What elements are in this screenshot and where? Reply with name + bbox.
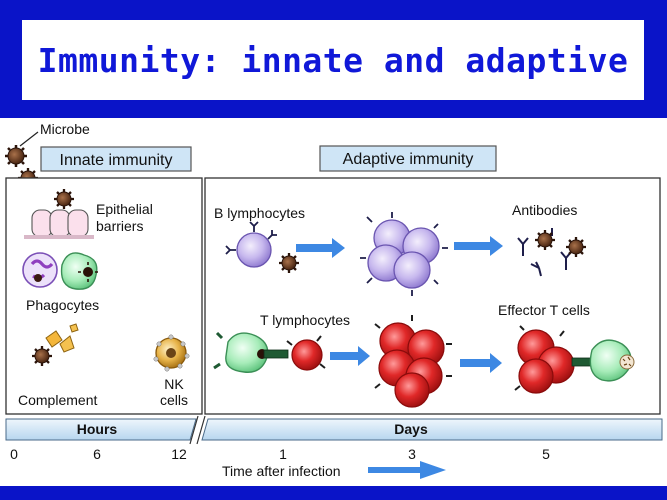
epithelial-label-line1: Epithelial: [96, 201, 153, 217]
days-label: Days: [394, 421, 428, 437]
tick-label: 0: [10, 446, 18, 462]
phagocytes-label: Phagocytes: [26, 297, 99, 313]
adaptive-header-box: [319, 145, 497, 172]
nk-label-line2: cells: [160, 392, 188, 408]
tick-label: 5: [542, 446, 550, 462]
b-cell-cluster: [360, 212, 448, 296]
adaptive-header: Adaptive immunity: [343, 151, 474, 168]
phagocyte-neutrophil: [22, 252, 58, 288]
time-axis-arrow: [368, 461, 446, 479]
slide-title: Immunity: innate and adaptive: [37, 40, 629, 80]
tick-label: 3: [408, 446, 416, 462]
t-lymphocyte-cell: [286, 335, 326, 371]
phagocyte-macrophage: [60, 252, 98, 290]
timeline-bar: [5, 415, 663, 445]
t-lymphocytes-label: T lymphocytes: [260, 312, 350, 328]
hours-label: Hours: [77, 421, 118, 437]
b-lymphocyte-cell: [225, 221, 299, 273]
complement-label: Complement: [18, 392, 97, 408]
time-axis-label: Time after infection: [222, 463, 341, 479]
tick-label: 12: [171, 446, 187, 462]
tick-label: 6: [93, 446, 101, 462]
microbe-icon: [5, 145, 27, 167]
nk-label-line1: NK: [164, 376, 184, 392]
antibodies-label: Antibodies: [512, 202, 577, 218]
b-lymphocytes-label: B lymphocytes: [214, 205, 305, 221]
b-activation-arrow: [296, 238, 345, 258]
effector-t-cell-cluster: [514, 325, 593, 394]
title-box: Immunity: innate and adaptive: [22, 20, 644, 100]
antibodies-icon: [517, 228, 586, 277]
immunity-diagram: Microbe Innate immunity Adaptive immunit…: [5, 121, 663, 479]
t-cell-cluster: [374, 315, 452, 408]
innate-header-box: [40, 146, 192, 172]
b-differentiation-arrow: [454, 236, 503, 256]
nk-cell: [153, 334, 190, 372]
effector-t-cells-label: Effector T cells: [498, 302, 590, 318]
epithelial-label-line2: barriers: [96, 218, 143, 234]
target-infected-cell: [589, 339, 635, 382]
bottom-band: [0, 486, 667, 500]
innate-header: Innate immunity: [60, 152, 173, 169]
complement-proteins: [32, 323, 79, 366]
title-band: Immunity: innate and adaptive: [0, 0, 667, 118]
tick-label: 1: [279, 446, 287, 462]
t-activation-arrow: [330, 346, 370, 366]
t-differentiation-arrow: [460, 353, 502, 373]
epithelial-barriers: [24, 189, 94, 239]
microbe-label: Microbe: [40, 121, 90, 137]
antigen-presenting-cell: [213, 331, 289, 373]
